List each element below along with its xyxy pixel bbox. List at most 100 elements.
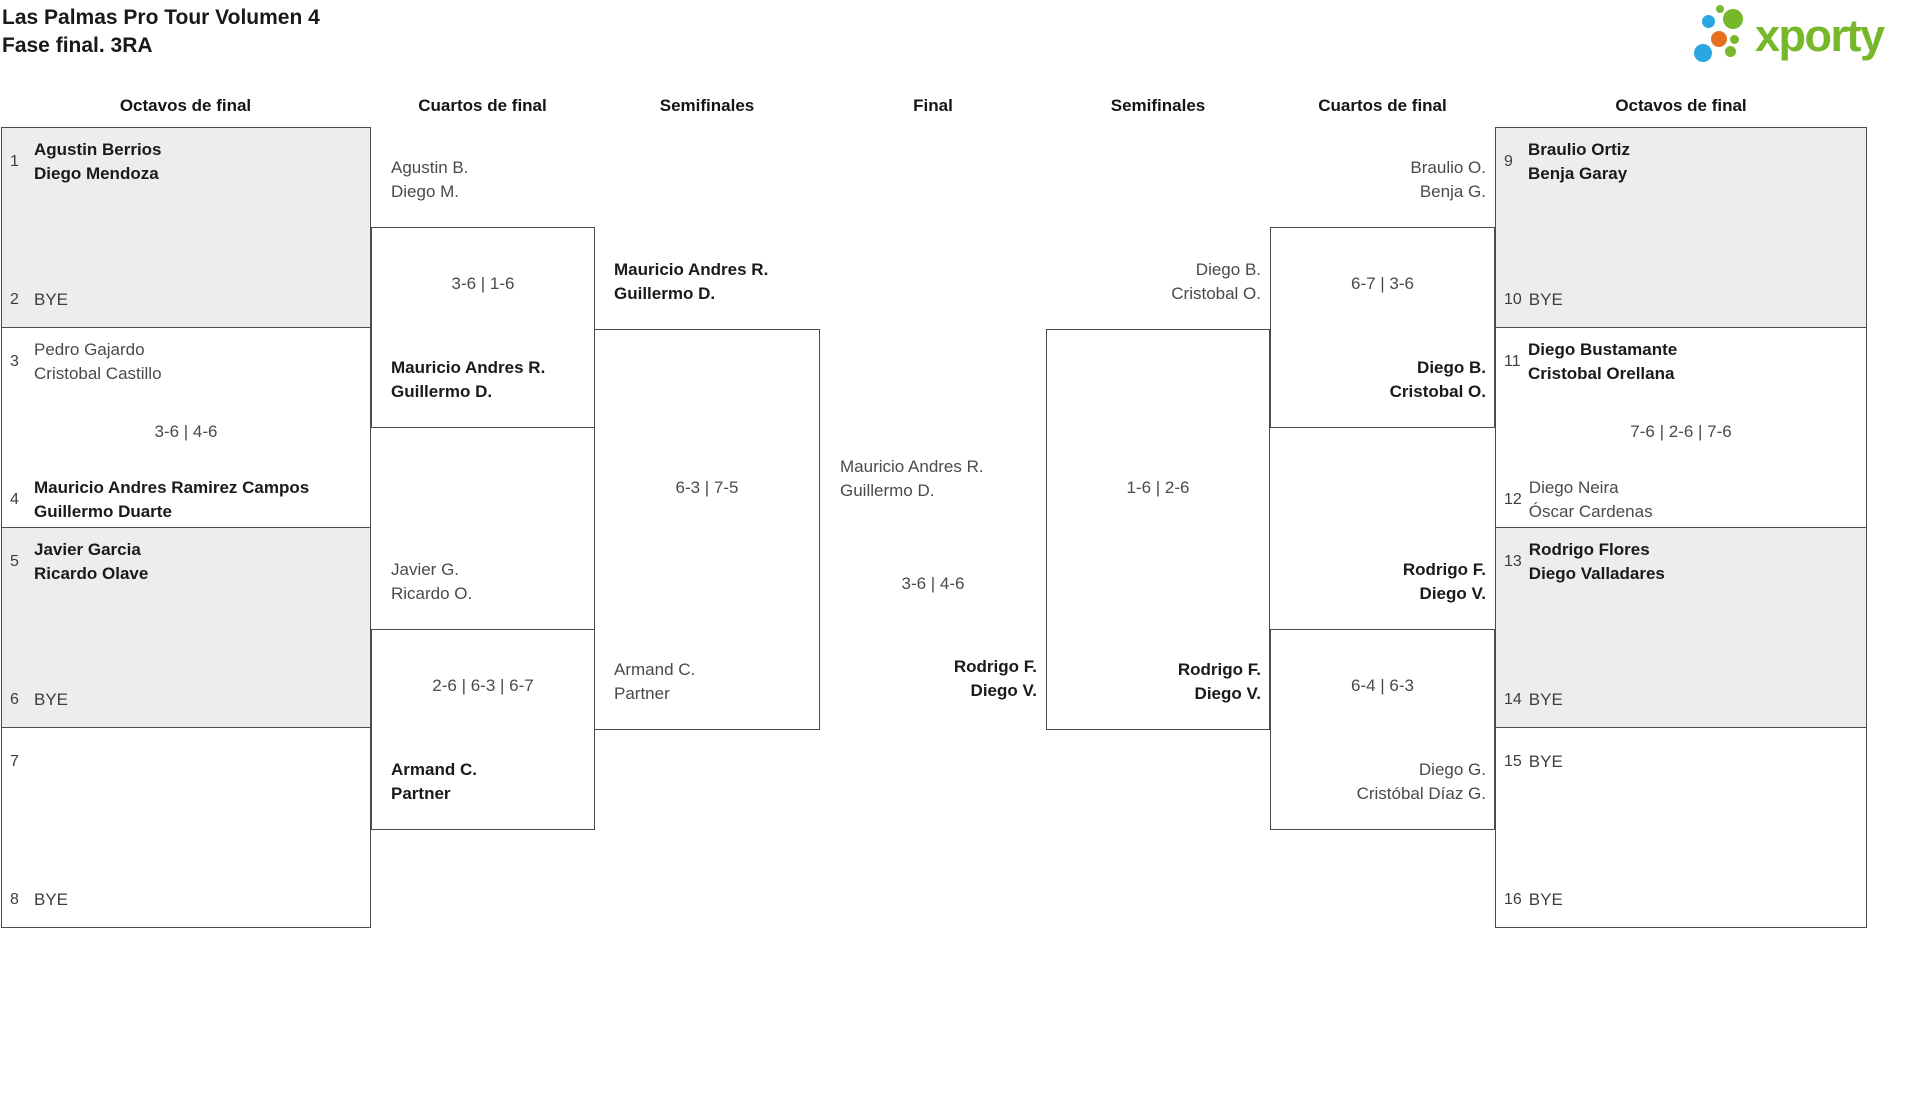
match-box-r16-right-4[interactable]: 15 BYE 16 BYE bbox=[1495, 727, 1867, 928]
match-box-r16-right-1[interactable]: 9 Braulio Ortiz Benja Garay 10 BYE bbox=[1495, 127, 1867, 328]
participant-row: 4 Mauricio Andres Ramirez Campos Guiller… bbox=[10, 476, 364, 524]
logo-dot-icon bbox=[1716, 5, 1724, 13]
team-name-line: Diego B. bbox=[1195, 260, 1261, 279]
team-name-line: Mauricio Andres R. bbox=[840, 457, 984, 476]
seed-number: 1 bbox=[10, 153, 19, 170]
seed-number: 14 bbox=[1504, 691, 1522, 708]
match-box-r16-left-2[interactable]: 3 Pedro Gajardo Cristobal Castillo 3-6 |… bbox=[1, 327, 371, 528]
match-box-qf-right-1[interactable]: Braulio O. Benja G. 6-7 | 3-6 Diego B. C… bbox=[1270, 158, 1495, 428]
match-box-sf-left[interactable]: Mauricio Andres R. Guillermo D. 6-3 | 7-… bbox=[594, 260, 820, 730]
round-header-octavos-right: Octavos de final bbox=[1615, 96, 1747, 115]
match-score: 3-6 | 1-6 bbox=[451, 274, 515, 293]
participant-row: 11 Diego Bustamante Cristobal Orellana bbox=[1504, 338, 1860, 386]
logo-dot-icon bbox=[1711, 31, 1727, 47]
team-name-line: Guillermo Duarte bbox=[34, 502, 172, 521]
team-name-line: Braulio O. bbox=[1410, 158, 1486, 177]
team-name-line: Ricardo O. bbox=[391, 584, 473, 603]
match-box-r16-left-3[interactable]: 5 Javier Garcia Ricardo Olave 6 BYE bbox=[1, 527, 371, 728]
participant-row: Braulio O. Benja G. bbox=[1403, 156, 1486, 204]
seed-number: 12 bbox=[1504, 491, 1522, 508]
participant-row: Mauricio Andres R. Guillermo D. bbox=[607, 258, 768, 306]
match-box-qf-left-1[interactable]: Agustin B. Diego M. 3-6 | 1-6 Mauricio A… bbox=[371, 158, 595, 428]
seed-number: 6 bbox=[10, 691, 19, 708]
match-box-r16-left-1[interactable]: 1 Agustin Berrios Diego Mendoza 2 BYE bbox=[1, 127, 371, 328]
team-name-line: Cristobal O. bbox=[1171, 284, 1261, 303]
match-score: 1-6 | 2-6 bbox=[1126, 478, 1190, 497]
team-name-line: Diego B. bbox=[1417, 358, 1486, 377]
round-header-semis-left: Semifinales bbox=[659, 96, 755, 115]
participant-row: 7 bbox=[10, 738, 364, 786]
seed-number: 13 bbox=[1504, 553, 1522, 570]
match-box-r16-right-3[interactable]: 13 Rodrigo Flores Diego Valladares 14 BY… bbox=[1495, 527, 1867, 728]
team-name-line: Diego M. bbox=[391, 182, 460, 201]
team-name-line: Diego Bustamante bbox=[1528, 340, 1678, 359]
match-box-sf-right[interactable]: Diego B. Cristobal O. 1-6 | 2-6 Rodrigo … bbox=[1046, 260, 1270, 730]
seed-number: 2 bbox=[10, 291, 19, 308]
participant-row: Javier G. Ricardo O. bbox=[384, 558, 472, 606]
logo-dot-icon bbox=[1702, 15, 1715, 28]
participant-row: Diego B. Cristobal O. bbox=[1383, 356, 1486, 404]
match-box-r16-right-2[interactable]: 11 Diego Bustamante Cristobal Orellana 7… bbox=[1495, 327, 1867, 528]
seed-number: 5 bbox=[10, 553, 19, 570]
logo-dot-icon bbox=[1725, 46, 1736, 57]
team-name-line: Cristobal Castillo bbox=[34, 364, 162, 383]
seed-number: 16 bbox=[1504, 891, 1522, 908]
team-name-line: Javier Garcia bbox=[34, 540, 141, 559]
team-name-line: Guillermo D. bbox=[614, 284, 716, 303]
participant-row: 8 BYE bbox=[10, 876, 364, 924]
seed-number: 10 bbox=[1504, 291, 1522, 308]
team-name-line: Rodrigo Flores bbox=[1528, 540, 1650, 559]
match-box-qf-right-2[interactable]: Rodrigo F. Diego V. 6-4 | 6-3 Diego G. C… bbox=[1270, 560, 1495, 830]
match-box-r16-left-4[interactable]: 7 8 BYE bbox=[1, 727, 371, 928]
team-name-line: Óscar Cardenas bbox=[1528, 502, 1653, 521]
team-name-line: Diego G. bbox=[1418, 760, 1486, 779]
participant-row: Diego G. Cristóbal Díaz G. bbox=[1350, 758, 1486, 806]
participant-row: 10 BYE bbox=[1504, 276, 1860, 324]
participant-row: 13 Rodrigo Flores Diego Valladares bbox=[1504, 538, 1860, 586]
team-name-line: Cristóbal Díaz G. bbox=[1356, 784, 1486, 803]
team-name-line: BYE bbox=[34, 890, 69, 909]
team-name-line: Partner bbox=[391, 784, 451, 803]
match-score: 6-4 | 6-3 bbox=[1350, 676, 1414, 695]
team-name-line: Rodrigo F. bbox=[1402, 560, 1486, 579]
round-header-semis-right: Semifinales bbox=[1110, 96, 1206, 115]
participant-row: Mauricio Andres R. Guillermo D. bbox=[833, 455, 984, 503]
participant-row: 16 BYE bbox=[1504, 876, 1860, 924]
match-score: 6-3 | 7-5 bbox=[675, 478, 739, 497]
team-name-line: BYE bbox=[1528, 290, 1563, 309]
team-name-line: Diego Valladares bbox=[1528, 564, 1665, 583]
participant-row: Rodrigo F. Diego V. bbox=[1396, 558, 1486, 606]
match-score: 6-7 | 3-6 bbox=[1350, 274, 1414, 293]
match-score: 2-6 | 6-3 | 6-7 bbox=[432, 676, 534, 695]
tournament-title: Las Palmas Pro Tour Volumen 4 bbox=[2, 6, 320, 29]
round-header-cuartos-left: Cuartos de final bbox=[418, 96, 547, 115]
team-name-line: Rodrigo F. bbox=[953, 657, 1037, 676]
team-name-line: Mauricio Andres R. bbox=[614, 260, 769, 279]
participant-row: 5 Javier Garcia Ricardo Olave bbox=[10, 538, 364, 586]
team-name-line: Benja G. bbox=[1419, 182, 1486, 201]
team-name-line: BYE bbox=[1528, 690, 1563, 709]
team-name-line: Guillermo D. bbox=[840, 481, 935, 500]
team-name-line: Diego V. bbox=[1194, 684, 1261, 703]
participant-row: 15 BYE bbox=[1504, 738, 1860, 786]
match-box-qf-left-2[interactable]: Javier G. Ricardo O. 2-6 | 6-3 | 6-7 Arm… bbox=[371, 560, 595, 830]
seed-number: 8 bbox=[10, 891, 19, 908]
team-name-line: Diego V. bbox=[1419, 584, 1486, 603]
participant-row: 9 Braulio Ortiz Benja Garay bbox=[1504, 138, 1860, 186]
team-name-line: Partner bbox=[614, 684, 670, 703]
xporty-logo[interactable]: xporty bbox=[1694, 2, 1917, 76]
team-name-line: Benja Garay bbox=[1528, 164, 1628, 183]
team-name-line: Mauricio Andres R. bbox=[391, 358, 546, 377]
team-name-line: Mauricio Andres Ramirez Campos bbox=[34, 478, 310, 497]
logo-dot-icon bbox=[1694, 44, 1712, 62]
participant-row: 6 BYE bbox=[10, 676, 364, 724]
seed-number: 9 bbox=[1504, 153, 1513, 170]
participant-row: 2 BYE bbox=[10, 276, 364, 324]
page-title: Las Palmas Pro Tour Volumen 4 Fase final… bbox=[2, 4, 320, 60]
logo-dot-icon bbox=[1723, 9, 1743, 29]
team-name-line: Armand C. bbox=[391, 760, 477, 779]
team-name-line: Braulio Ortiz bbox=[1528, 140, 1631, 159]
participant-row: Mauricio Andres R. Guillermo D. bbox=[384, 356, 545, 404]
seed-number: 4 bbox=[10, 491, 19, 508]
